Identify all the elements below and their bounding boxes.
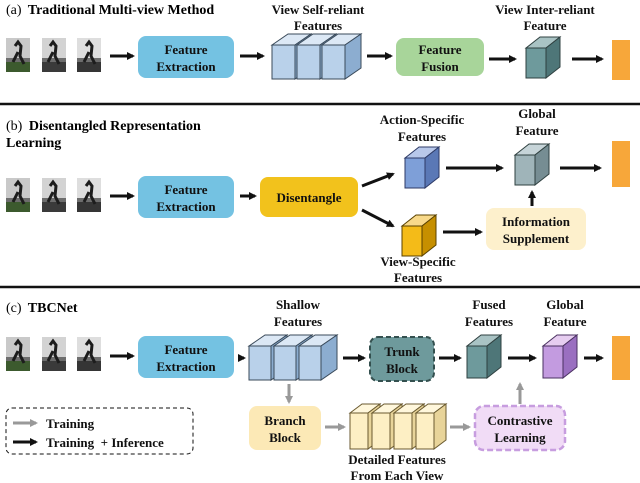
- svg-text:Learning: Learning: [494, 430, 546, 445]
- input-frames-a: [6, 38, 101, 72]
- input-frames-c: [6, 337, 101, 371]
- feature-extraction-a: Feature Extraction: [138, 36, 234, 78]
- action-specific-cube: [403, 145, 441, 190]
- trunk-block-box: Trunk Block: [369, 336, 435, 382]
- svg-text:Disentangle: Disentangle: [277, 190, 342, 205]
- action-specific-label: Action-Specific: [380, 112, 465, 127]
- svg-text:Block: Block: [386, 361, 419, 376]
- legend-training-text: Training: [46, 416, 95, 431]
- svg-text:Features: Features: [465, 314, 513, 329]
- feature-extraction-c: Feature Extraction: [138, 336, 234, 378]
- panel-a-title: (a) Traditional Multi-view Method: [6, 3, 214, 18]
- svg-text:Feature: Feature: [418, 42, 461, 57]
- svg-text:Feature: Feature: [515, 123, 558, 138]
- fused-features-label: Fused: [472, 297, 506, 312]
- global-feature-b-cube: [513, 142, 551, 187]
- panel-b: (b) Disentangled Representation Learning…: [6, 106, 630, 285]
- inter-reliant-label: View Inter-reliant: [495, 2, 595, 17]
- svg-text:Feature: Feature: [164, 342, 207, 357]
- panel-c-title: (c) TBCNet: [6, 301, 78, 316]
- contrastive-learning-box: Contrastive Learning: [473, 404, 567, 452]
- svg-text:Block: Block: [269, 430, 302, 445]
- svg-text:Supplement: Supplement: [503, 231, 570, 246]
- svg-text:Trunk: Trunk: [384, 344, 420, 359]
- feature-fusion-a: Feature Fusion: [396, 38, 484, 76]
- shallow-features-cubes: [247, 334, 339, 381]
- svg-text:Contrastive: Contrastive: [488, 413, 553, 428]
- shallow-features-label: Shallow: [276, 297, 321, 312]
- svg-text:Feature: Feature: [543, 314, 586, 329]
- fused-features-cube: [465, 333, 503, 380]
- detailed-features-cubes: [348, 403, 448, 450]
- self-reliant-features-cubes: [270, 33, 363, 80]
- detailed-features-label: Detailed Features: [348, 452, 446, 467]
- view-specific-label: View-Specific: [380, 254, 456, 269]
- arrow-b-down: [361, 208, 395, 228]
- svg-text:Fusion: Fusion: [421, 59, 459, 74]
- global-feature-c-cube: [541, 333, 579, 380]
- svg-text:Features: Features: [398, 129, 446, 144]
- output-bar-b: [612, 141, 630, 187]
- svg-text:Feature: Feature: [164, 42, 207, 57]
- svg-text:Extraction: Extraction: [156, 359, 216, 374]
- self-reliant-label: View Self-reliant: [272, 2, 365, 17]
- svg-text:Features: Features: [294, 18, 342, 33]
- view-specific-cube: [400, 213, 438, 258]
- svg-text:Branch: Branch: [264, 413, 306, 428]
- legend: Training Training + Inference: [5, 407, 194, 455]
- global-feature-b-label: Global: [518, 106, 556, 121]
- disentangle-box: Disentangle: [260, 177, 358, 217]
- branch-block-box: Branch Block: [249, 406, 321, 450]
- svg-text:Learning: Learning: [6, 136, 61, 151]
- svg-text:Feature: Feature: [164, 182, 207, 197]
- panel-c: (c) TBCNet Feature Extraction Shallow Fe…: [5, 297, 630, 483]
- inter-reliant-feature-cube: [524, 35, 562, 80]
- information-supplement-box: Information Supplement: [486, 208, 586, 250]
- legend-inference-text: Training + Inference: [46, 435, 164, 450]
- arrow-b-up: [361, 172, 395, 188]
- svg-text:Information: Information: [502, 214, 571, 229]
- global-feature-c-label: Global: [546, 297, 584, 312]
- svg-text:Feature: Feature: [523, 18, 566, 33]
- svg-text:Extraction: Extraction: [156, 59, 216, 74]
- feature-extraction-b: Feature Extraction: [138, 176, 234, 218]
- panel-a: (a) Traditional Multi-view Method Featur…: [6, 2, 630, 80]
- output-bar-c: [612, 336, 630, 380]
- output-bar-a: [612, 40, 630, 80]
- svg-text:Features: Features: [394, 270, 442, 285]
- svg-text:From Each View: From Each View: [351, 468, 445, 483]
- svg-text:Features: Features: [274, 314, 322, 329]
- input-frames-b: [6, 178, 101, 212]
- panel-b-title: (b) Disentangled Representation: [6, 119, 201, 134]
- svg-text:Extraction: Extraction: [156, 199, 216, 214]
